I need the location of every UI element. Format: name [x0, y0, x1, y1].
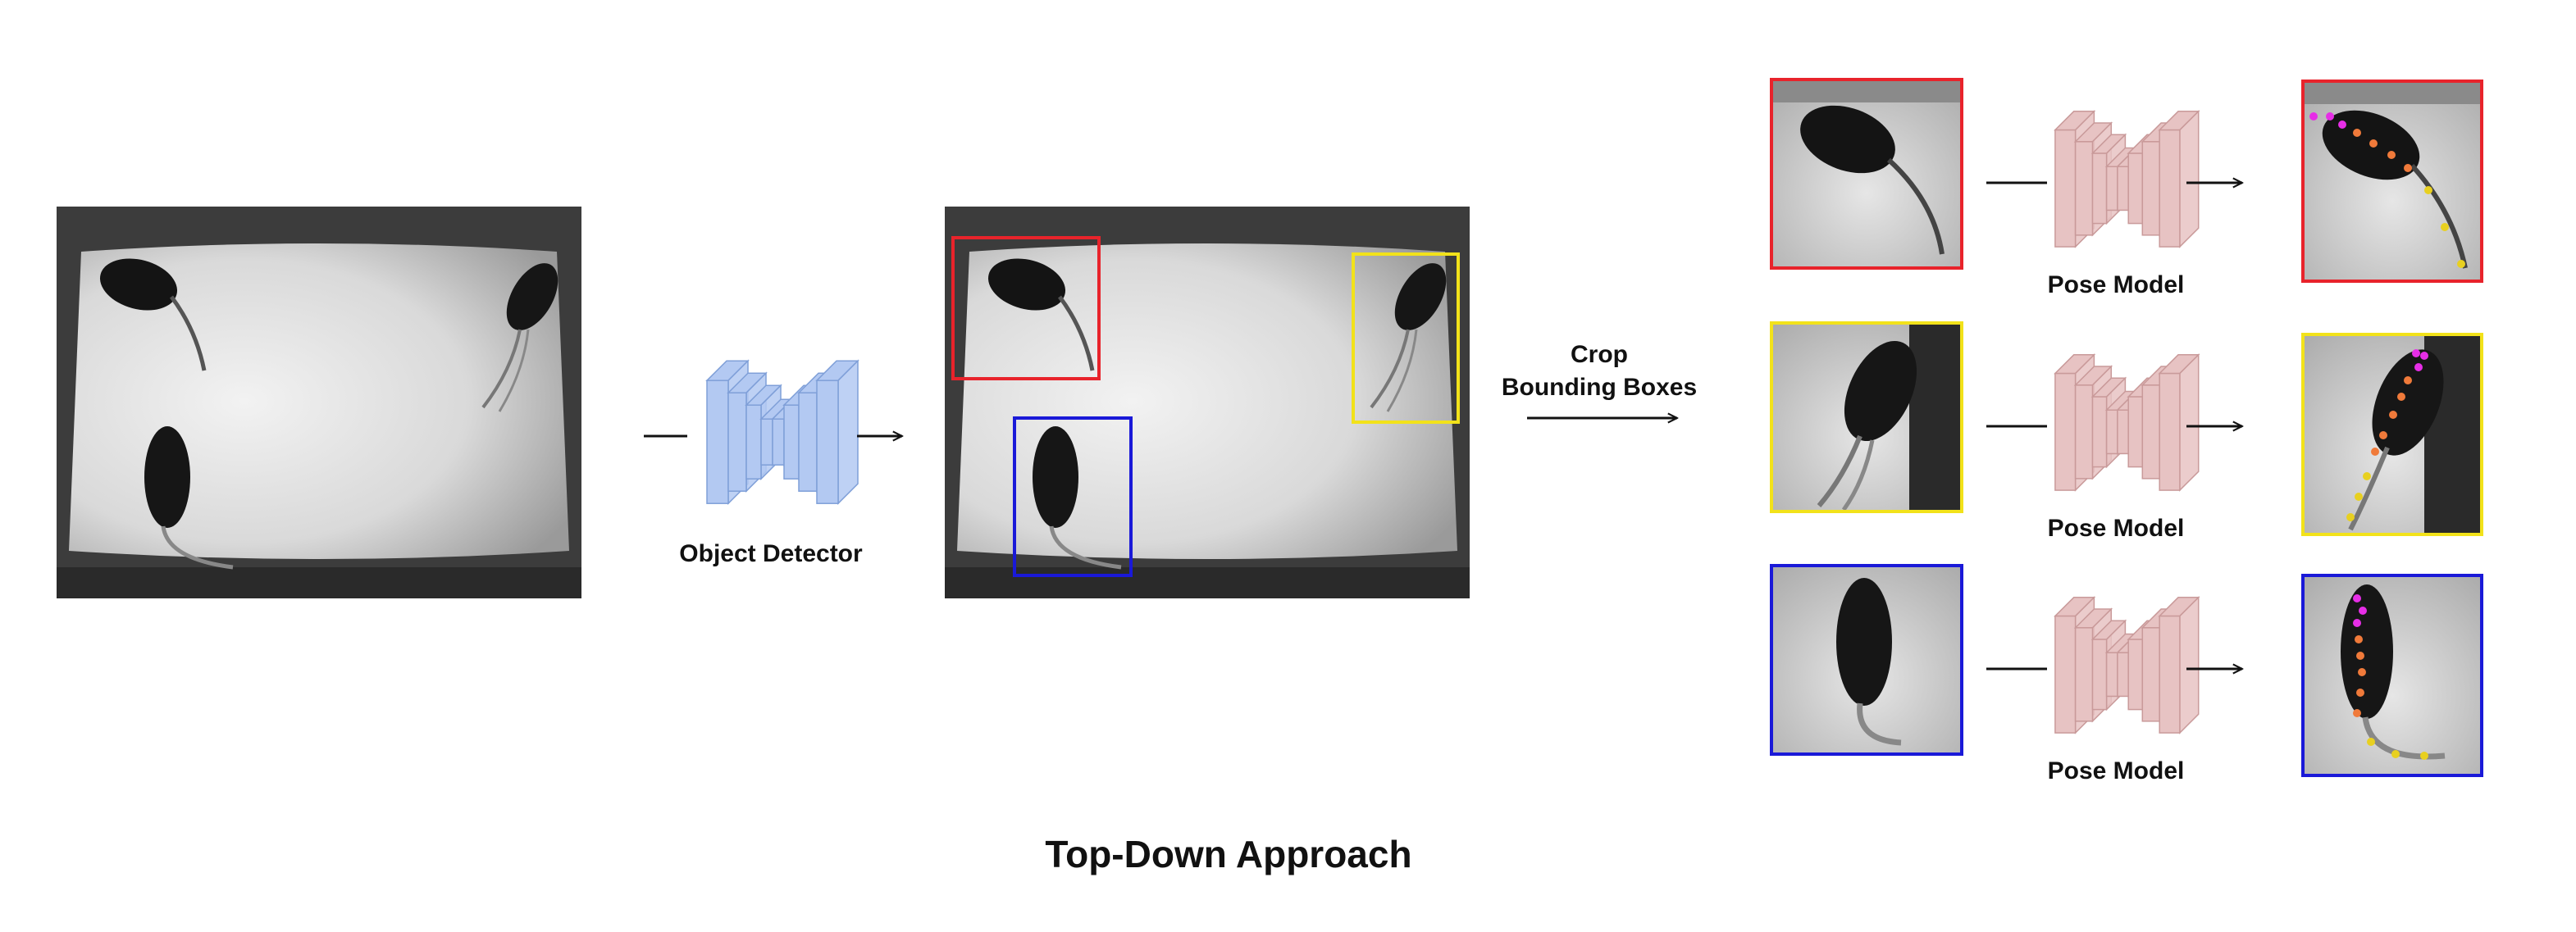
- pose-output-yellow: [2301, 333, 2483, 536]
- keypoint: [2387, 151, 2396, 159]
- pose-row-blue: Pose Model: [1770, 564, 2483, 784]
- keypoint: [2353, 594, 2361, 602]
- pose-model-label: Pose Model: [2048, 271, 2185, 298]
- bounding-box-yellow: [1352, 252, 1460, 424]
- keypoint: [2353, 619, 2361, 627]
- network-icon: [2054, 352, 2200, 492]
- keypoint: [2367, 738, 2375, 746]
- mouse-image: [99, 258, 559, 570]
- pose-model-label: Pose Model: [2048, 515, 2185, 542]
- cropped-image-yellow: [1770, 321, 1963, 513]
- pose-model-label: Pose Model: [2048, 757, 2185, 784]
- keypoint: [2338, 120, 2346, 129]
- keypoint: [2363, 472, 2371, 480]
- keypoint: [2356, 652, 2364, 660]
- keypoint: [2420, 752, 2428, 760]
- keypoint: [2358, 668, 2366, 676]
- keypoint: [2353, 709, 2361, 717]
- keypoint: [2404, 164, 2412, 172]
- network-icon: [2054, 109, 2200, 248]
- crop-label: Crop: [1571, 341, 1628, 368]
- pose-output-red: [2301, 80, 2483, 283]
- detector-label: Object Detector: [679, 540, 863, 567]
- bounding-box-blue: [1013, 416, 1133, 577]
- keypoint: [2371, 448, 2379, 456]
- keypoint: [2309, 112, 2318, 120]
- keypoint: [2355, 493, 2363, 501]
- keypoint: [2346, 513, 2355, 521]
- keypoint: [2424, 186, 2432, 194]
- pose-output-blue: [2301, 574, 2483, 777]
- cropped-image-blue: [1770, 564, 1963, 756]
- keypoint: [2326, 112, 2334, 120]
- keypoint: [2356, 689, 2364, 697]
- bounding-box-red: [951, 236, 1101, 380]
- keypoint: [2389, 411, 2397, 419]
- keypoint: [2369, 139, 2378, 148]
- keypoint: [2420, 352, 2428, 360]
- pose-row-yellow: Pose Model: [1770, 321, 2483, 542]
- pose-row-red: Pose Model: [1770, 78, 2483, 298]
- keypoint: [2457, 260, 2465, 268]
- cropped-image-red: [1770, 78, 1963, 270]
- keypoint: [2391, 750, 2400, 758]
- network-icon: [705, 359, 859, 506]
- network-icon: [2054, 595, 2200, 734]
- keypoint: [2412, 349, 2420, 357]
- crop-label-line2: Bounding Boxes: [1502, 374, 1697, 401]
- keypoint: [2397, 393, 2405, 401]
- keypoint: [2379, 431, 2387, 439]
- keypoint: [2355, 635, 2363, 643]
- keypoint: [2353, 129, 2361, 137]
- keypoint: [2414, 363, 2423, 371]
- keypoint: [2441, 223, 2449, 231]
- input-image: [57, 207, 581, 598]
- keypoint: [2404, 376, 2412, 384]
- keypoint: [2359, 607, 2367, 615]
- diagram-title: Top-Down Approach: [1045, 833, 1411, 875]
- detection-image: [945, 207, 1470, 598]
